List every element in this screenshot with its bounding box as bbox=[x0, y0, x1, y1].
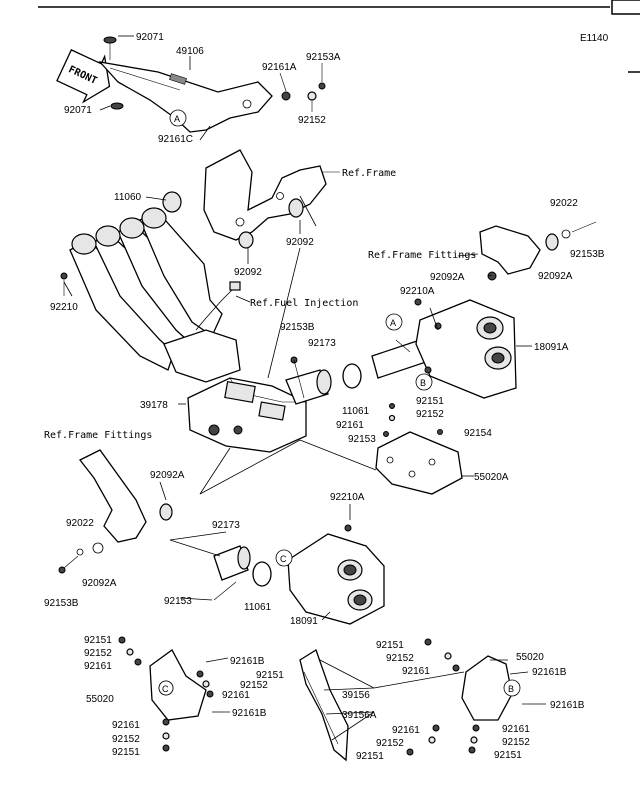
part-label: 92210A bbox=[400, 286, 435, 297]
callout-b-bottom: B bbox=[503, 679, 521, 697]
part-label: 92151 bbox=[112, 747, 140, 758]
diagram-code: E1140 bbox=[580, 33, 609, 44]
front-arrow-icon: FRONT bbox=[56, 49, 111, 104]
part-label: 92152 bbox=[84, 648, 112, 659]
part-label: 92173 bbox=[212, 520, 240, 531]
part-label: 92161 bbox=[502, 724, 530, 735]
svg-text:B: B bbox=[508, 684, 514, 694]
part-label: 92173 bbox=[308, 338, 336, 349]
callout-a-mid: A bbox=[385, 313, 403, 331]
catalyst-chamber bbox=[187, 377, 307, 453]
part-label: 11061 bbox=[244, 602, 272, 613]
part-label: 92022 bbox=[550, 198, 578, 209]
part-label: 92092A bbox=[82, 578, 117, 589]
frame-fittings-left bbox=[58, 449, 173, 574]
svg-text:C: C bbox=[280, 554, 287, 564]
part-label: 92154 bbox=[464, 428, 492, 439]
part-label: 39178 bbox=[140, 400, 168, 411]
part-label: 92092 bbox=[286, 237, 314, 248]
part-label: 55020 bbox=[86, 694, 114, 705]
part-label: 92152 bbox=[240, 680, 268, 691]
part-label: 92151 bbox=[376, 640, 404, 651]
callout-b-mid: B bbox=[415, 373, 433, 391]
frame-bracket bbox=[203, 149, 340, 249]
frame-fittings-right bbox=[414, 221, 597, 306]
part-label: 92153B bbox=[570, 249, 605, 260]
part-label: 18091A bbox=[534, 342, 569, 353]
part-label: 92152 bbox=[416, 409, 444, 420]
part-label: 92151 bbox=[416, 396, 444, 407]
part-label: 55020A bbox=[474, 472, 509, 483]
part-label: 92151 bbox=[494, 750, 522, 761]
ref-frame-fittings-right-label: Ref.Frame Fittings bbox=[368, 250, 476, 261]
cover-bottom-right bbox=[406, 638, 513, 756]
part-label: 92151 bbox=[84, 635, 112, 646]
part-label: 92153B bbox=[44, 598, 79, 609]
connector-pipe-top bbox=[285, 339, 427, 405]
leader-lines bbox=[63, 35, 546, 741]
part-label: 92152 bbox=[502, 737, 530, 748]
part-label: 92092A bbox=[150, 470, 185, 481]
part-label: 92152 bbox=[298, 115, 326, 126]
part-label: 92153 bbox=[348, 434, 376, 445]
part-label: 92151 bbox=[256, 670, 284, 681]
part-label: 92092A bbox=[538, 271, 573, 282]
part-label: 92092A bbox=[430, 272, 465, 283]
top-fasteners bbox=[279, 63, 326, 112]
part-label: 92071 bbox=[136, 32, 164, 43]
callout-c-mid: C bbox=[275, 549, 293, 567]
page-header-rule bbox=[38, 0, 640, 73]
exhaust-header-pipes bbox=[60, 191, 241, 383]
part-label: 92092 bbox=[234, 267, 262, 278]
svg-text:A: A bbox=[390, 318, 396, 328]
part-label: 49106 bbox=[176, 46, 204, 57]
part-label: 92210 bbox=[50, 302, 78, 313]
shield-bottom-middle bbox=[299, 649, 349, 762]
callout-a-top: A bbox=[169, 109, 187, 127]
part-label: 11060 bbox=[114, 192, 142, 203]
part-label: 92161 bbox=[402, 666, 430, 677]
svg-text:C: C bbox=[162, 684, 169, 694]
part-label: 39156 bbox=[342, 690, 370, 701]
sensor-lead bbox=[195, 281, 241, 331]
svg-text:A: A bbox=[174, 114, 180, 124]
part-label: 92071 bbox=[64, 105, 92, 116]
part-label: 92210A bbox=[330, 492, 365, 503]
part-label: 92161A bbox=[262, 62, 297, 73]
svg-text:B: B bbox=[420, 378, 426, 388]
part-label: 92161 bbox=[222, 690, 250, 701]
part-label: 92152 bbox=[112, 734, 140, 745]
part-label: 92161 bbox=[392, 725, 420, 736]
part-label: 18091 bbox=[290, 616, 318, 627]
part-label: 55020 bbox=[516, 652, 544, 663]
muffler-left bbox=[213, 524, 385, 625]
ref-frame-fittings-left-label: Ref.Frame Fittings bbox=[44, 430, 152, 441]
part-label: 92152 bbox=[386, 653, 414, 664]
part-label: 92153 bbox=[164, 596, 192, 607]
part-label: 92153A bbox=[306, 52, 341, 63]
part-labels: 92071 49106 92161A 92153A 92071 92152 92… bbox=[44, 32, 605, 762]
ref-frame-label: Ref.Frame bbox=[342, 168, 396, 179]
part-label: 92161C bbox=[158, 134, 193, 145]
part-label: 92153B bbox=[280, 322, 315, 333]
heat-guard-top bbox=[98, 36, 273, 133]
part-label: 92161 bbox=[112, 720, 140, 731]
part-label: 92161 bbox=[336, 420, 364, 431]
part-label: 11061 bbox=[342, 406, 370, 417]
callout-c-bottom: C bbox=[158, 680, 174, 696]
part-label: 92161 bbox=[84, 661, 112, 672]
part-label: 92161B bbox=[550, 700, 585, 711]
ref-fuel-injection-label: Ref.Fuel Injection bbox=[250, 298, 358, 309]
part-label: 92151 bbox=[356, 751, 384, 762]
part-label: 92152 bbox=[376, 738, 404, 749]
part-label: 39156A bbox=[342, 710, 377, 721]
part-label: 92161B bbox=[230, 656, 265, 667]
heat-guard-mid bbox=[375, 403, 463, 495]
part-label: 92022 bbox=[66, 518, 94, 529]
part-label: 92161B bbox=[532, 667, 567, 678]
part-label: 92161B bbox=[232, 708, 267, 719]
muffler-right bbox=[395, 299, 517, 399]
